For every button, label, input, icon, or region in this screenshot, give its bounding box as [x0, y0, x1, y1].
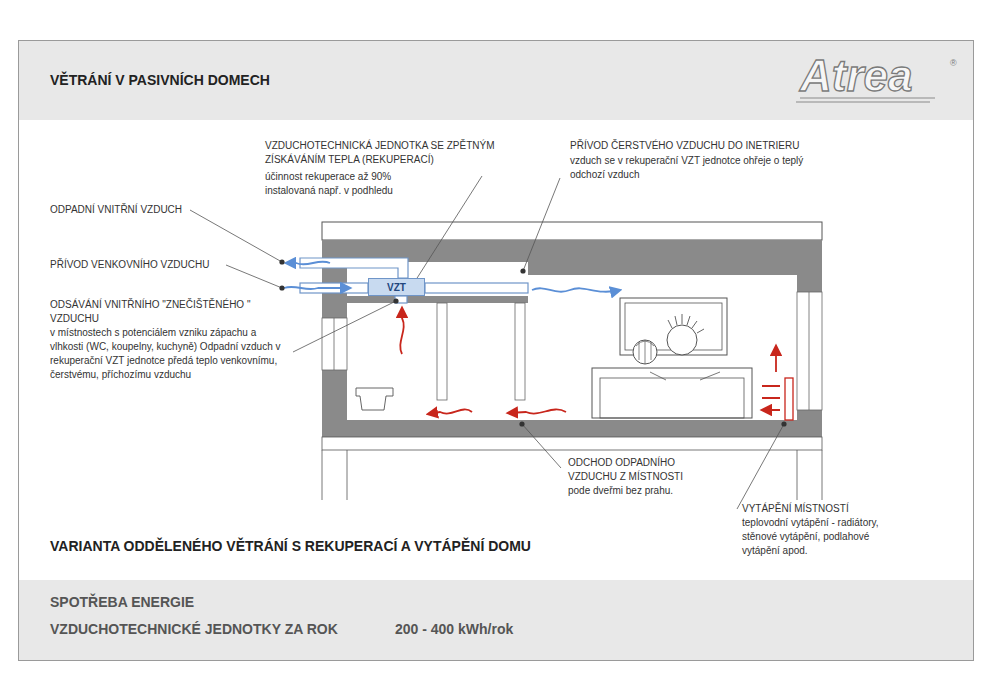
leader-line — [190, 210, 282, 262]
callout-heading: VYTÁPĚNÍ MÍSTNOSTÍ — [742, 502, 912, 516]
callout-heading: PŘÍVOD ČERSTVÉHO VZDUCHU DO INETRIERU — [570, 139, 850, 153]
air-flow-arrows — [284, 262, 780, 414]
title: VĚTRÁNÍ V PASIVNÍCH DOMECH — [50, 71, 270, 91]
logo-lines — [796, 98, 935, 102]
leader-line — [226, 265, 282, 288]
leader-dot — [520, 268, 525, 273]
leader-line — [737, 424, 784, 509]
leader-line — [293, 301, 396, 352]
callout-heading: ODSÁVÁNÍ VNITŘNÍHO "ZNEČIŠTĚNÉHO " VZDUC… — [50, 298, 285, 326]
callout-text: teplovodní vytápění - radiátory, stěnové… — [742, 516, 907, 558]
callout-heading: ODPADNÍ VNITŘNÍ VZDUCH — [50, 203, 182, 217]
leader-dot — [781, 421, 786, 426]
caption: VARIANTA ODDĚLENÉHO VĚTRÁNÍ S REKUPERACÍ… — [50, 537, 531, 557]
callout-text: v místnostech s potenciálem vzniku zápac… — [50, 326, 288, 382]
footer-heading: VZDUCHOTECHNICKÉ JEDNOTKY ZA ROK — [50, 620, 338, 640]
callout-text: pode dveřmi bez prahu. — [568, 484, 738, 498]
leader-dot — [393, 298, 398, 303]
header-band — [19, 41, 973, 120]
callout-text: vzduch se v rekuperační VZT jednotce ohř… — [570, 154, 810, 182]
logo: Atrea — [800, 54, 913, 98]
callout-heading: PŘÍVOD VENKOVNÍHO VZDUCHU — [50, 258, 209, 272]
energy-value: 200 - 400 kWh/rok — [395, 620, 513, 640]
leader-dot — [519, 421, 524, 426]
leader-dot — [279, 285, 284, 290]
leader-line — [522, 424, 561, 468]
callout-heading: VZDUCHOTECHNICKÁ JEDNOTKA SE ZPĚTNÝM ZÍS… — [265, 139, 517, 167]
leader-line — [523, 178, 560, 271]
unit-label: VZT — [387, 282, 406, 293]
leader-line — [412, 176, 482, 286]
callout-heading: ODCHOD ODPADNÍHO VZDUCHU Z MÍSTNOSTI — [568, 456, 718, 484]
leader-dot — [279, 259, 284, 264]
vzt-unit-box: VZT — [368, 278, 425, 296]
frame — [19, 41, 974, 661]
callout-text: účinnost rekuperace až 90% instalovaná n… — [265, 170, 425, 198]
footer-band — [19, 580, 973, 660]
house-section — [300, 222, 822, 500]
footer-heading: SPOTŘEBA ENERGIE — [50, 593, 194, 613]
registered-mark: ® — [950, 57, 957, 70]
